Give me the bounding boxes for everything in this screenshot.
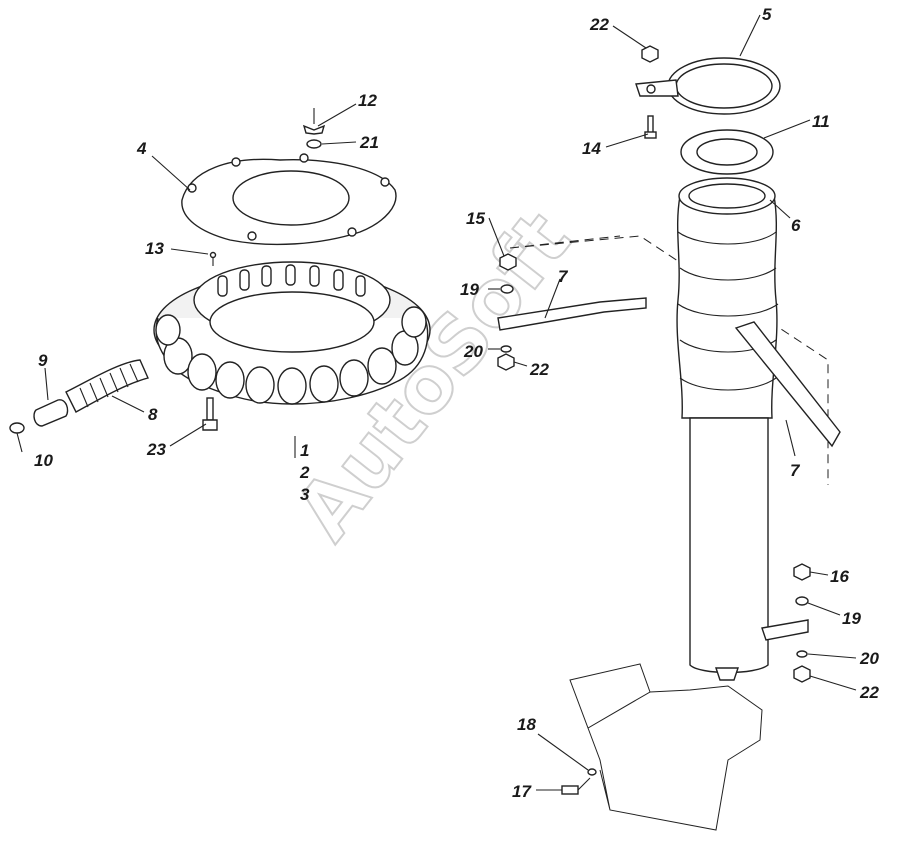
callout-19-lower: 19 xyxy=(842,609,861,628)
callout-labels: 1 2 3 4 5 6 7 7 8 9 10 11 12 13 14 15 16… xyxy=(34,5,879,801)
callout-2: 2 xyxy=(299,463,310,482)
callout-17: 17 xyxy=(512,782,532,801)
wing-nut-part xyxy=(302,108,326,149)
hardware-set-lower xyxy=(793,563,811,683)
gasket-ring-part xyxy=(680,129,774,175)
callout-23: 23 xyxy=(146,440,166,459)
callout-22-bottom: 22 xyxy=(859,683,879,702)
callout-7-lower: 7 xyxy=(790,461,801,480)
nut-22-top-part xyxy=(641,45,659,63)
callout-9: 9 xyxy=(38,351,48,370)
clamp-10-part xyxy=(9,422,25,434)
leader-lines xyxy=(16,14,857,791)
bracket-7-left-part xyxy=(497,297,647,331)
clamp-ring-part xyxy=(635,57,781,115)
callout-18: 18 xyxy=(517,715,536,734)
callout-19-upper: 19 xyxy=(460,280,479,299)
intake-tube-part xyxy=(689,417,769,681)
callout-10: 10 xyxy=(34,451,53,470)
filter-lobes xyxy=(155,306,427,405)
callout-5: 5 xyxy=(762,5,772,24)
callout-21: 21 xyxy=(359,133,379,152)
tube-bracket-lower-part xyxy=(761,619,809,641)
callout-14: 14 xyxy=(582,139,601,158)
nozzle-part xyxy=(33,399,69,427)
callout-13: 13 xyxy=(145,239,164,258)
bolt-23-part xyxy=(202,397,218,431)
callout-15: 15 xyxy=(466,209,485,228)
callout-22-top: 22 xyxy=(589,15,609,34)
callout-6: 6 xyxy=(791,216,801,235)
screw-13-part xyxy=(209,251,217,266)
callout-12: 12 xyxy=(358,91,377,110)
callout-20-lower: 20 xyxy=(859,649,879,668)
cover-plate-part xyxy=(181,153,397,246)
bolt-14-part xyxy=(644,115,657,139)
callout-1: 1 xyxy=(300,441,309,460)
callout-4: 4 xyxy=(136,139,147,158)
callout-20-upper: 20 xyxy=(463,342,483,361)
callout-7-upper: 7 xyxy=(558,267,569,286)
bracket-7-right-part xyxy=(734,321,841,448)
lower-housing-outline xyxy=(569,663,763,831)
filter-inner-slots xyxy=(217,264,366,297)
callout-3: 3 xyxy=(300,485,310,504)
intake-hose-part xyxy=(65,359,149,413)
hardware-set-upper xyxy=(497,253,517,371)
filter-housing-part xyxy=(153,261,431,405)
callout-16: 16 xyxy=(830,567,849,586)
callout-11: 11 xyxy=(812,112,830,131)
callout-8: 8 xyxy=(148,405,158,424)
bellows-part xyxy=(676,177,779,419)
screw-17-part xyxy=(561,768,597,795)
callout-22-mid: 22 xyxy=(529,360,549,379)
